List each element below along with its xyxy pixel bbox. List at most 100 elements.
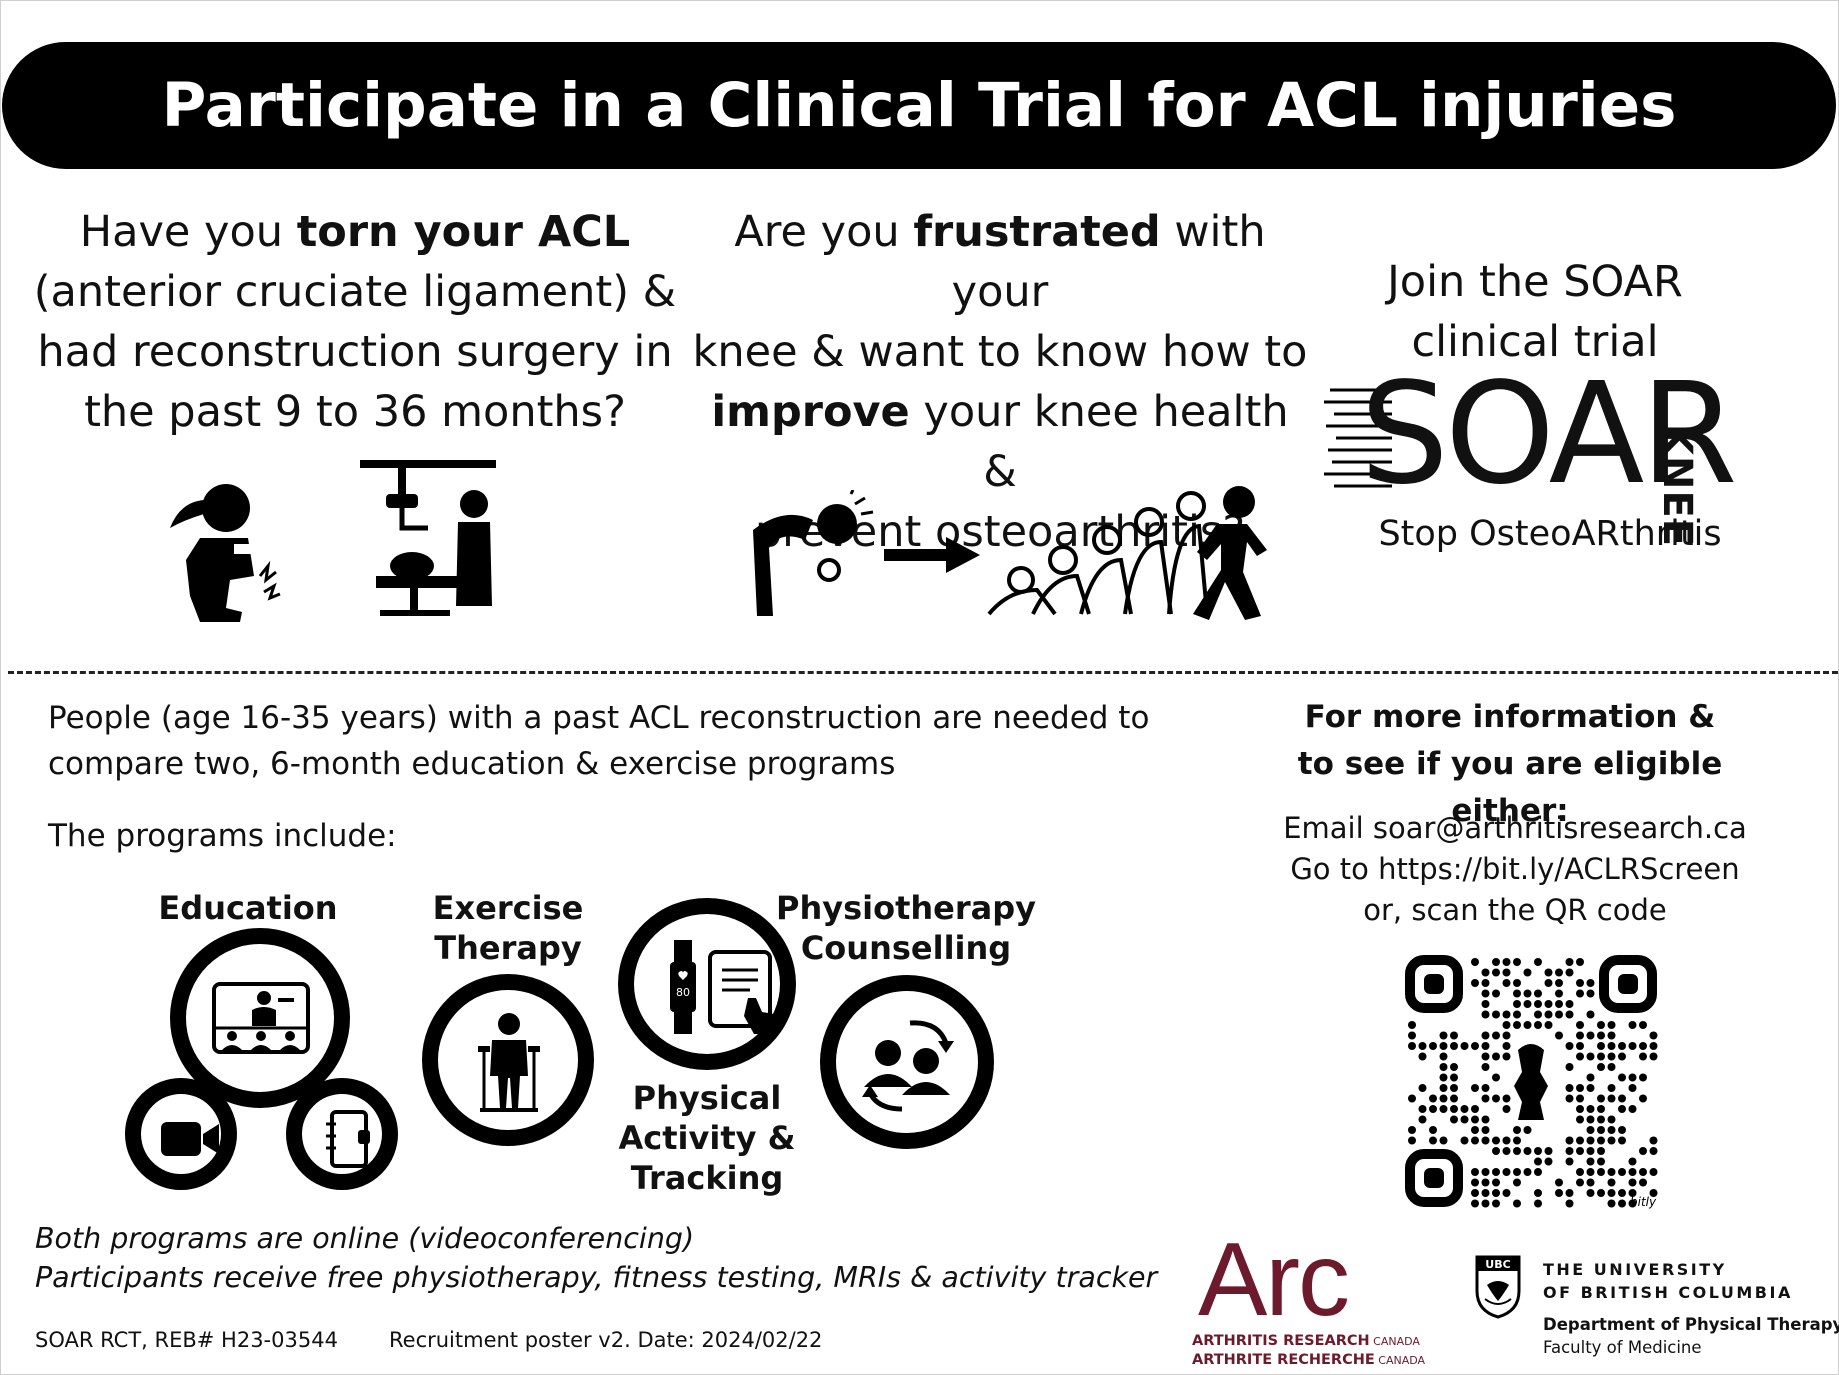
arc-fr-rest: CANADA (1374, 1354, 1426, 1367)
qr-module (1565, 968, 1574, 977)
qr-module (1607, 1021, 1616, 1029)
info-heading: For more information & to see if you are… (1240, 694, 1780, 835)
qr-module (1513, 1199, 1521, 1208)
qr-module (1439, 1063, 1448, 1071)
info-heading-l2: to see if you are eligible either: (1297, 746, 1723, 829)
qr-module (1544, 1157, 1553, 1166)
qr-module (1408, 1094, 1416, 1103)
qr-code[interactable]: bitly (1400, 950, 1662, 1212)
contact-email[interactable]: Email soar@arthritisresearch.ca (1283, 811, 1747, 845)
acl-question: Have you torn your ACL (anterior cruciat… (30, 202, 680, 442)
info-heading-l1: For more information & (1304, 699, 1716, 735)
qr-module (1544, 979, 1553, 987)
qr-module (1565, 1157, 1574, 1166)
qr-module (1481, 979, 1490, 987)
qr-module (1502, 1136, 1511, 1145)
soar-tagline: Stop OsteoARthritis (1378, 514, 1722, 554)
qr-module (1534, 1199, 1542, 1208)
qr-module (1649, 1189, 1658, 1197)
qr-module (1502, 1189, 1511, 1197)
qr-module (1450, 1073, 1458, 1082)
knee-question-post1: with your (951, 207, 1266, 317)
knee-question-bold2: improve (711, 387, 910, 437)
activity-circle: 80 (618, 898, 796, 1070)
qr-module (1450, 1084, 1458, 1092)
knee-question-post3: your knee health & (909, 387, 1289, 497)
qr-module (1576, 1042, 1584, 1050)
qr-module (1460, 1042, 1469, 1050)
qr-module (1450, 1115, 1458, 1124)
reb-number: SOAR RCT, REB# H23-03544 (35, 1328, 338, 1352)
qr-module (1576, 979, 1584, 987)
qr-module (1492, 1189, 1500, 1197)
knee-question-line2: knee & want to know how to (692, 327, 1308, 377)
qr-module (1586, 1105, 1595, 1113)
qr-module (1450, 1031, 1458, 1040)
qr-module (1481, 1094, 1490, 1103)
qr-module (1492, 1052, 1500, 1061)
ubc-faculty: Faculty of Medicine (1543, 1338, 1702, 1357)
qr-module (1597, 1115, 1605, 1124)
soar-logo-word: SOAR (1360, 353, 1738, 516)
qr-module (1492, 968, 1500, 977)
qr-module (1502, 958, 1511, 966)
qr-module (1471, 1199, 1479, 1208)
physio-label-l1: Physiotherapy (776, 889, 1037, 927)
qr-module (1523, 1126, 1532, 1134)
qr-module (1408, 1031, 1416, 1040)
qr-module (1565, 958, 1574, 966)
program-notes: Both programs are online (videoconferenc… (35, 1219, 1185, 1297)
qr-module (1439, 1031, 1448, 1040)
qr-module (1439, 1136, 1448, 1145)
qr-module (1639, 1021, 1647, 1029)
contact-url[interactable]: Go to https://bit.ly/ACLRScreen (1290, 852, 1740, 886)
qr-module (1618, 1199, 1626, 1208)
qr-module (1565, 1189, 1574, 1197)
arrow-right-icon (884, 537, 980, 573)
exercise-label-l2: Therapy (434, 929, 582, 967)
knee-question-pre: Are you (734, 207, 914, 257)
qr-module (1502, 1147, 1511, 1155)
qr-module (1586, 1136, 1595, 1145)
qr-module (1586, 979, 1595, 987)
qr-module (1492, 1094, 1500, 1103)
qr-module (1439, 1052, 1448, 1061)
qr-module (1597, 1021, 1605, 1029)
qr-module (1492, 1147, 1500, 1155)
qr-module (1618, 1042, 1626, 1050)
exercise-circle (422, 974, 594, 1146)
qr-module (1418, 1084, 1427, 1092)
qr-module (1502, 979, 1511, 987)
acl-question-line2: (anterior cruciate ligament) & (33, 267, 677, 317)
qr-module (1565, 1010, 1574, 1019)
qr-module (1544, 968, 1553, 977)
qr-module (1576, 1147, 1584, 1155)
qr-module (1534, 1189, 1542, 1197)
qr-module (1555, 1000, 1563, 1008)
qr-module (1618, 1052, 1626, 1061)
surgery-icon (360, 460, 496, 616)
online-class-icon (212, 982, 310, 1054)
qr-module (1597, 1147, 1605, 1155)
qr-module (1555, 979, 1563, 987)
qr-module (1576, 1031, 1584, 1040)
qr-module (1513, 1147, 1521, 1155)
qr-module (1534, 1021, 1542, 1029)
qr-module (1534, 1168, 1542, 1176)
arc-logo: Arc (1198, 1222, 1350, 1338)
education-label: Education (158, 889, 338, 927)
qr-module (1586, 1178, 1595, 1187)
qr-module (1492, 989, 1500, 998)
qr-module (1618, 1073, 1626, 1082)
qr-module (1502, 1010, 1511, 1019)
qr-module (1523, 1168, 1532, 1176)
qr-module (1607, 1178, 1616, 1187)
exercise-label: Exercise Therapy (418, 888, 598, 968)
arc-en-bold: ARTHRITIS RESEARCH (1192, 1333, 1370, 1349)
qr-module (1555, 1010, 1563, 1019)
qr-module (1513, 1021, 1521, 1029)
qr-module (1597, 1063, 1605, 1071)
qr-module (1628, 1073, 1637, 1082)
qr-module (1649, 1147, 1658, 1155)
qr-module (1418, 1115, 1427, 1124)
